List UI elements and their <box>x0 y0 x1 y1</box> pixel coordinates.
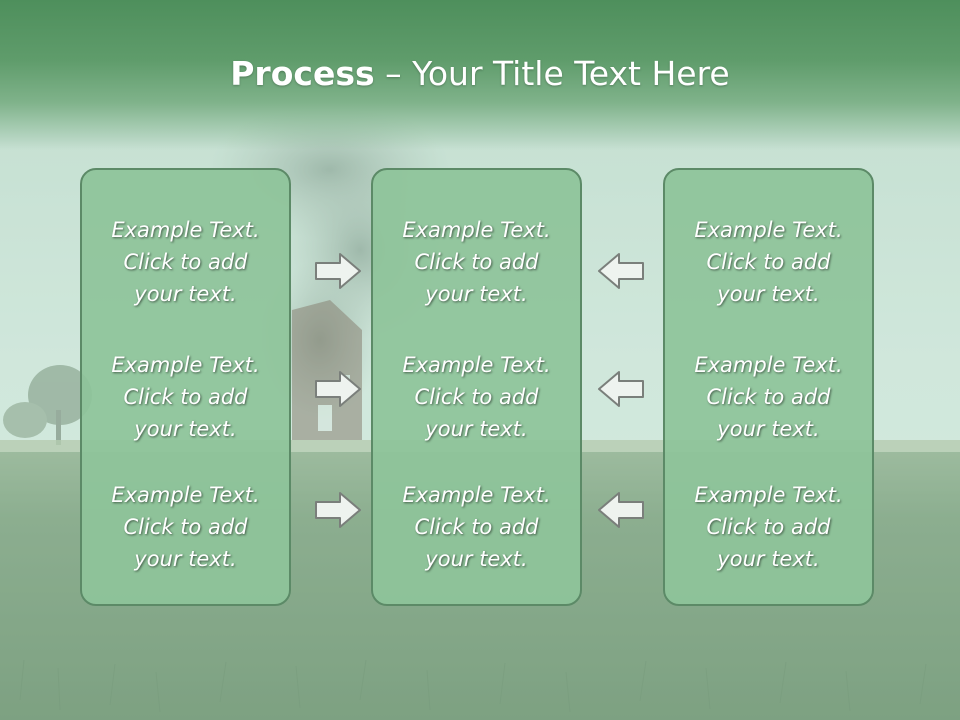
text-block[interactable]: Example Text. Click to add your text. <box>111 218 260 306</box>
right-arrow-icon <box>315 492 361 528</box>
right-arrow-icon <box>315 371 361 407</box>
left-arrow-icon <box>598 253 644 289</box>
title-bold-part: Process <box>230 54 375 93</box>
process-box-right[interactable]: Example Text. Click to add your text. Ex… <box>663 168 874 606</box>
left-arrow-icon <box>598 492 644 528</box>
right-arrow-icon <box>315 253 361 289</box>
process-box-center[interactable]: Example Text. Click to add your text. Ex… <box>371 168 582 606</box>
text-block[interactable]: Example Text. Click to add your text. <box>402 483 551 571</box>
trees <box>3 365 92 445</box>
text-block[interactable]: Example Text. Click to add your text. <box>111 353 260 441</box>
text-block[interactable]: Example Text. Click to add your text. <box>694 483 843 571</box>
left-arrow-icon <box>598 371 644 407</box>
slide-title[interactable]: Process – Your Title Text Here <box>0 52 960 96</box>
text-block[interactable]: Example Text. Click to add your text. <box>694 218 843 306</box>
text-block[interactable]: Example Text. Click to add your text. <box>402 353 551 441</box>
text-block[interactable]: Example Text. Click to add your text. <box>402 218 551 306</box>
title-rest-part: – Your Title Text Here <box>374 54 730 93</box>
text-block[interactable]: Example Text. Click to add your text. <box>111 483 260 571</box>
text-block[interactable]: Example Text. Click to add your text. <box>694 353 843 441</box>
process-box-left[interactable]: Example Text. Click to add your text. Ex… <box>80 168 291 606</box>
title-band <box>0 0 960 150</box>
